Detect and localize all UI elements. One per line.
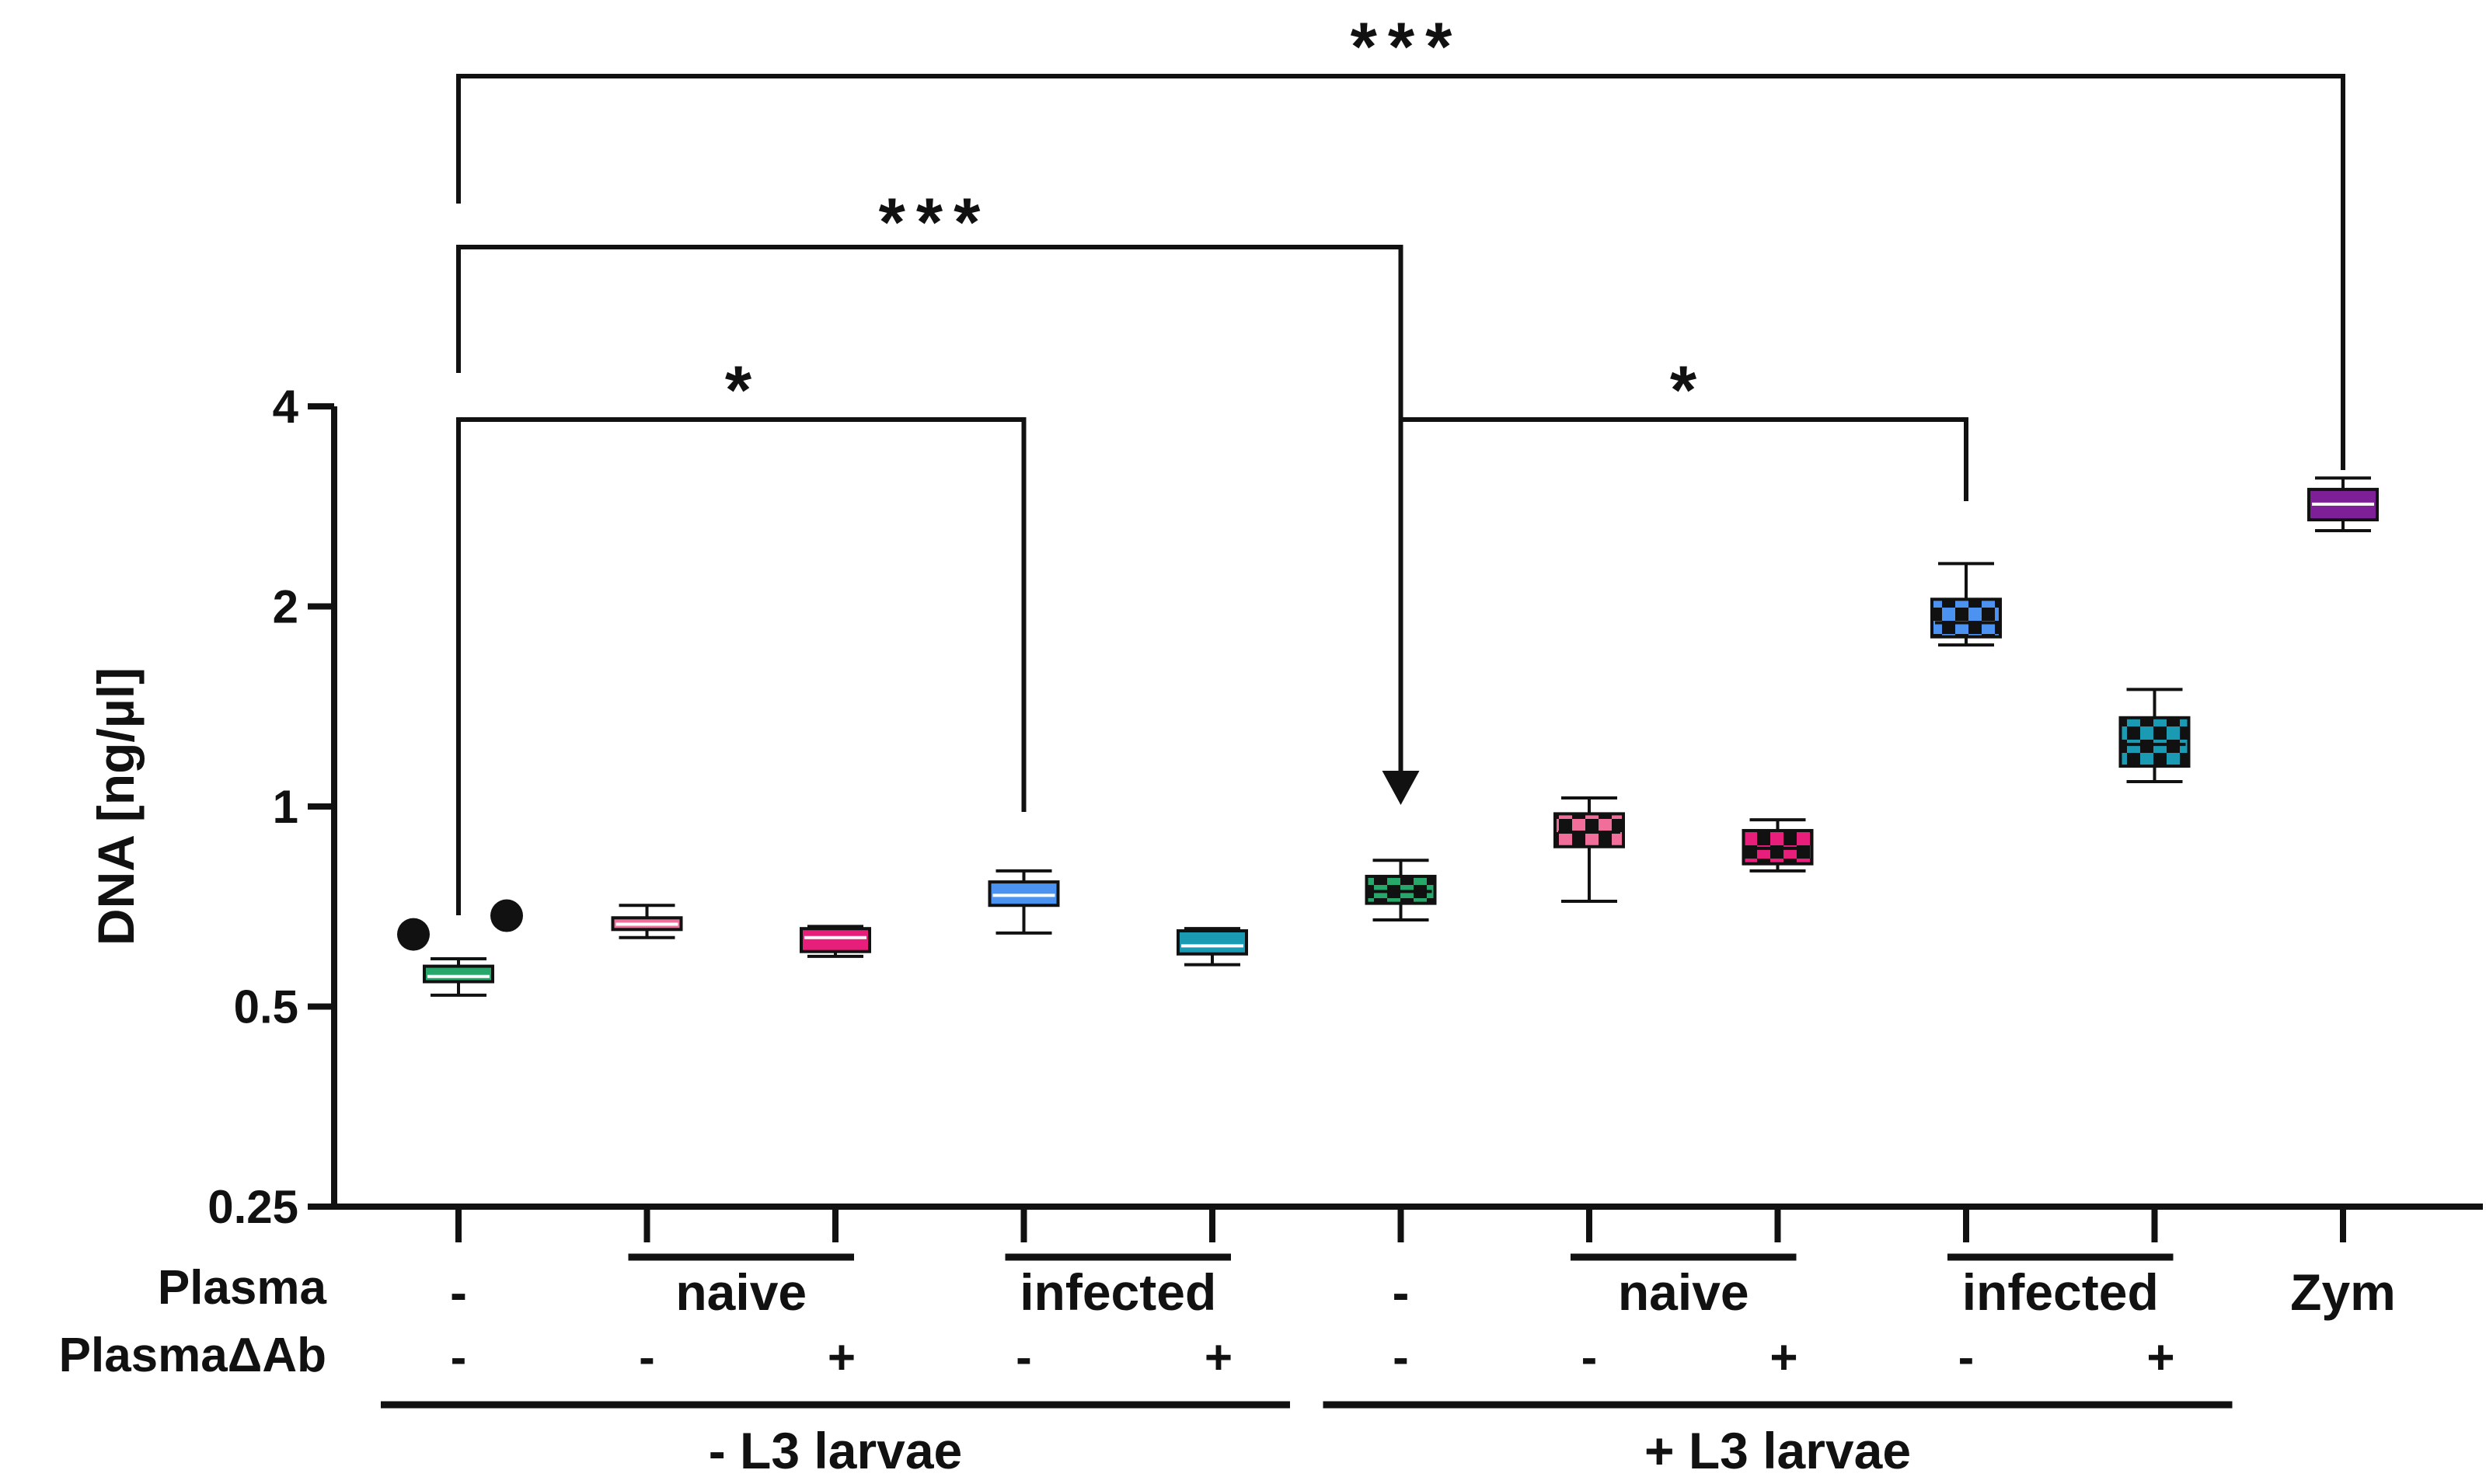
plasma-label: - bbox=[450, 1263, 467, 1321]
boxes-layer bbox=[397, 476, 2379, 997]
significance-stars: * bbox=[1670, 351, 1707, 428]
box-group bbox=[611, 904, 683, 939]
box-group bbox=[1365, 859, 1437, 922]
arrow-head bbox=[1382, 771, 1420, 805]
box bbox=[800, 927, 871, 953]
plasma-label: naive bbox=[1618, 1263, 1749, 1321]
box bbox=[1553, 812, 1625, 848]
larvae-label: - L3 larvae bbox=[709, 1422, 963, 1479]
significance-layer: ******** bbox=[456, 8, 2345, 915]
significance-bracket: *** bbox=[456, 8, 2345, 470]
plasma-dab-label: + bbox=[1769, 1331, 1797, 1385]
box-group bbox=[2307, 476, 2379, 533]
significance-stars: *** bbox=[1351, 8, 1463, 85]
box-group bbox=[1742, 818, 1814, 873]
row-label-plasma: Plasma bbox=[158, 1261, 327, 1315]
outlier-point bbox=[490, 899, 523, 932]
row-label-plasma-dab: PlasmaΔAb bbox=[59, 1329, 326, 1382]
plasma-dab-label: - bbox=[1016, 1331, 1032, 1385]
plasma-dab-label: - bbox=[1958, 1331, 1975, 1385]
box bbox=[423, 964, 494, 984]
plasma-label: infected bbox=[1020, 1263, 1216, 1321]
plasma-label: infected bbox=[1962, 1263, 2159, 1321]
significance-stars: * bbox=[725, 351, 762, 428]
bracket-line bbox=[456, 417, 1027, 915]
box bbox=[1930, 597, 2002, 639]
plasma-dab-label: + bbox=[1205, 1331, 1233, 1385]
box bbox=[2118, 716, 2191, 768]
box bbox=[1177, 929, 1248, 956]
outlier-point bbox=[397, 918, 430, 951]
plasma-dab-label: - bbox=[1393, 1331, 1409, 1385]
significance-bracket: * bbox=[1398, 351, 1968, 763]
y-tick-label: 2 bbox=[273, 581, 298, 633]
box-group bbox=[988, 869, 1060, 935]
box bbox=[988, 880, 1060, 907]
plasma-dab-label: - bbox=[1581, 1331, 1598, 1385]
plasma-label: naive bbox=[675, 1263, 807, 1321]
box-group bbox=[1177, 927, 1248, 967]
bracket-line bbox=[456, 74, 2345, 470]
y-tick-label: 0.5 bbox=[234, 981, 298, 1033]
significance-stars: *** bbox=[879, 183, 992, 260]
significance-bracket: *** bbox=[456, 183, 1420, 805]
box-group bbox=[800, 925, 871, 958]
bracket-line bbox=[1398, 417, 1968, 763]
box-group bbox=[1930, 562, 2002, 647]
plasma-label: Zym bbox=[2290, 1263, 2396, 1321]
larvae-label: + L3 larvae bbox=[1644, 1422, 1911, 1479]
y-tick-label: 1 bbox=[273, 781, 298, 833]
significance-bracket: * bbox=[456, 351, 1027, 915]
y-tick-label: 0.25 bbox=[207, 1181, 298, 1233]
box bbox=[1365, 874, 1437, 905]
box-group bbox=[1553, 796, 1625, 904]
box-group bbox=[2118, 688, 2191, 783]
y-axis-title: DNA [ng/µl] bbox=[87, 667, 145, 946]
bracket-line bbox=[456, 245, 1403, 777]
box-group bbox=[423, 957, 494, 997]
plasma-dab-label: + bbox=[2146, 1331, 2174, 1385]
plasma-dab-label: - bbox=[639, 1331, 655, 1385]
plasma-dab-label: - bbox=[451, 1331, 467, 1385]
plasma-dab-label: + bbox=[828, 1331, 856, 1385]
plasma-label: - bbox=[1393, 1263, 1410, 1321]
y-tick-label: 4 bbox=[273, 381, 299, 433]
